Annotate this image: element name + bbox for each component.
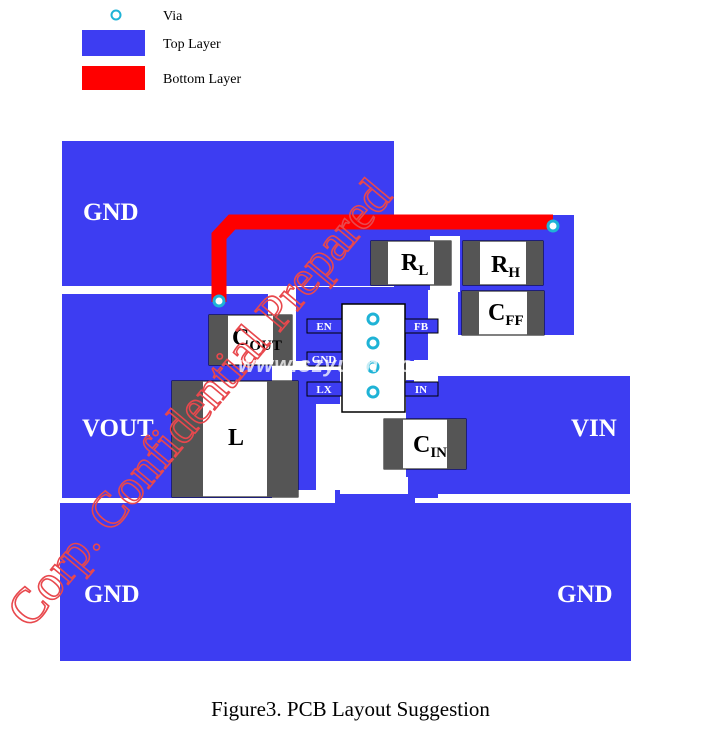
pin-lx-label: LX (316, 384, 331, 396)
ic-via-4 (366, 385, 380, 399)
legend-top-layer-swatch (82, 30, 145, 56)
legend: Via Top Layer Bottom Layer (82, 9, 241, 90)
cin-pad-left (384, 419, 403, 469)
pin-gnd (306, 351, 343, 367)
watermark-site: www.szyuan.com (238, 352, 435, 377)
pin-lx (306, 381, 343, 397)
l-pad-right (267, 381, 298, 497)
capacitor-cff: CFF (461, 290, 545, 336)
region-label-gnd-bottom-right: GND (557, 581, 613, 608)
region-label-gnd-bottom-left: GND (84, 581, 140, 608)
cin-label: CIN (413, 432, 447, 461)
inductor-l: L (171, 380, 299, 498)
rl-label: RL (401, 250, 428, 279)
ic-via-1 (366, 312, 380, 326)
pin-en-label: EN (316, 321, 331, 333)
gap-4 (340, 477, 408, 494)
ic-via-2 (366, 336, 380, 350)
l-pad-left (172, 381, 203, 497)
rh-label: RH (491, 252, 520, 281)
trace-via-left (212, 294, 226, 308)
pin-in (404, 381, 439, 397)
legend-via-label: Via (163, 9, 183, 24)
pin-gnd-label: GND (312, 354, 337, 366)
resistor-rl: RL (370, 240, 452, 286)
bottom-layer-trace (211, 214, 553, 302)
pin-fb (404, 318, 439, 334)
cin-pad-right (447, 419, 466, 469)
capacitor-cin: CIN (383, 418, 467, 470)
cff-label: CFF (488, 300, 524, 329)
figure-caption: Figure3. PCB Layout Suggestion (211, 697, 490, 721)
vin-pour (437, 376, 630, 494)
rl-pad-left (371, 241, 388, 285)
rl-pad-right (434, 241, 451, 285)
gnd-bottom-pour (60, 503, 631, 661)
capacitor-cout: COUT (208, 314, 293, 366)
cout-label: COUT (232, 325, 282, 354)
rh-pad-right (526, 241, 543, 285)
ic-via-3 (366, 360, 380, 374)
pin-en (306, 318, 343, 334)
ic-package: EN GND LX FB IN (306, 303, 439, 413)
l-label: L (228, 425, 244, 451)
cout-pad-left (209, 315, 228, 365)
gap-8 (428, 337, 574, 376)
region-label-vout: VOUT (82, 415, 154, 442)
resistor-rh: RH (462, 240, 544, 286)
rh-pad-left (463, 241, 480, 285)
cff-pad-left (462, 291, 479, 335)
legend-via-icon (110, 9, 122, 21)
region-label-vin: VIN (571, 415, 617, 442)
legend-top-layer-label: Top Layer (163, 37, 221, 52)
legend-bottom-layer-label: Bottom Layer (163, 72, 241, 87)
trace-via-right (546, 219, 560, 233)
cff-pad-right (527, 291, 544, 335)
legend-bottom-layer-swatch (82, 66, 145, 90)
cout-pad-right (273, 315, 292, 365)
pin-in-label: IN (415, 384, 427, 396)
pin-fb-label: FB (414, 321, 429, 333)
gnd-top-left-pour (62, 141, 394, 286)
region-label-gnd-top-left: GND (83, 199, 139, 226)
gap-3 (316, 404, 340, 490)
